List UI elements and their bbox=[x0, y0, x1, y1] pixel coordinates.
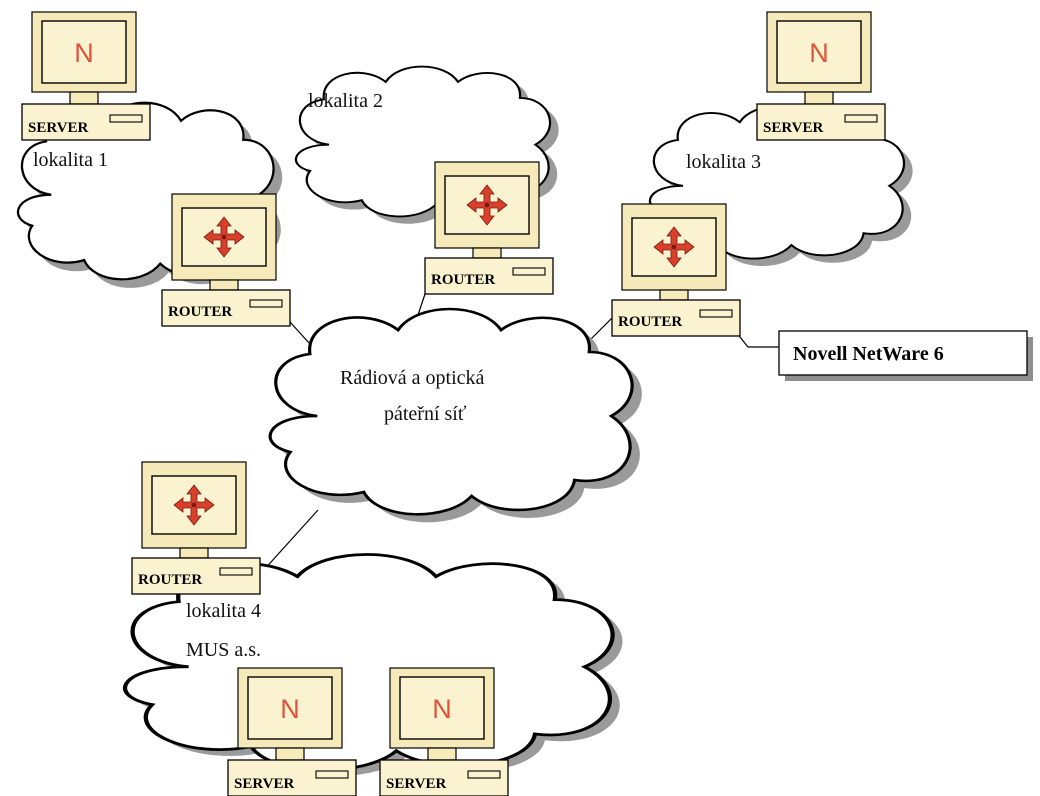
link-router3-backbone bbox=[589, 317, 613, 341]
router-label: ROUTER bbox=[431, 272, 495, 288]
server-site3: N SERVER bbox=[756, 11, 886, 141]
backbone-label-line2: páteřní síť bbox=[384, 403, 467, 425]
server-site4-a: N SERVER bbox=[227, 667, 357, 796]
site4-label-line1: lokalita 4 bbox=[186, 600, 261, 622]
novell-server-icon: N bbox=[74, 38, 94, 68]
server-label: SERVER bbox=[386, 776, 446, 792]
server-site1: N SERVER bbox=[21, 11, 151, 141]
server-label: SERVER bbox=[234, 776, 294, 792]
server-label: SERVER bbox=[28, 120, 88, 136]
router-label: ROUTER bbox=[618, 314, 682, 330]
router-site1: ROUTER bbox=[161, 193, 291, 327]
router-site3: ROUTER bbox=[611, 203, 741, 337]
server-site4-b: N SERVER bbox=[379, 667, 509, 796]
backbone-label-line1: Rádiová a optická bbox=[340, 367, 485, 389]
router-site2: ROUTER bbox=[424, 161, 554, 295]
router-label: ROUTER bbox=[168, 304, 232, 320]
novell-server-icon: N bbox=[280, 694, 300, 724]
callout-netware: Novell NetWare 6 bbox=[778, 330, 1033, 381]
novell-server-icon: N bbox=[432, 694, 452, 724]
site2-label: lokalita 2 bbox=[308, 90, 383, 112]
router-site4: ROUTER bbox=[131, 461, 261, 595]
site4-label-line2: MUS a.s. bbox=[186, 639, 261, 661]
novell-server-icon: N bbox=[809, 38, 829, 68]
site1-label: lokalita 1 bbox=[33, 149, 108, 171]
link-router4-backbone bbox=[261, 509, 319, 573]
router-label: ROUTER bbox=[138, 572, 202, 588]
callout-text: Novell NetWare 6 bbox=[793, 343, 944, 365]
server-label: SERVER bbox=[763, 120, 823, 136]
site3-label: lokalita 3 bbox=[686, 151, 761, 173]
